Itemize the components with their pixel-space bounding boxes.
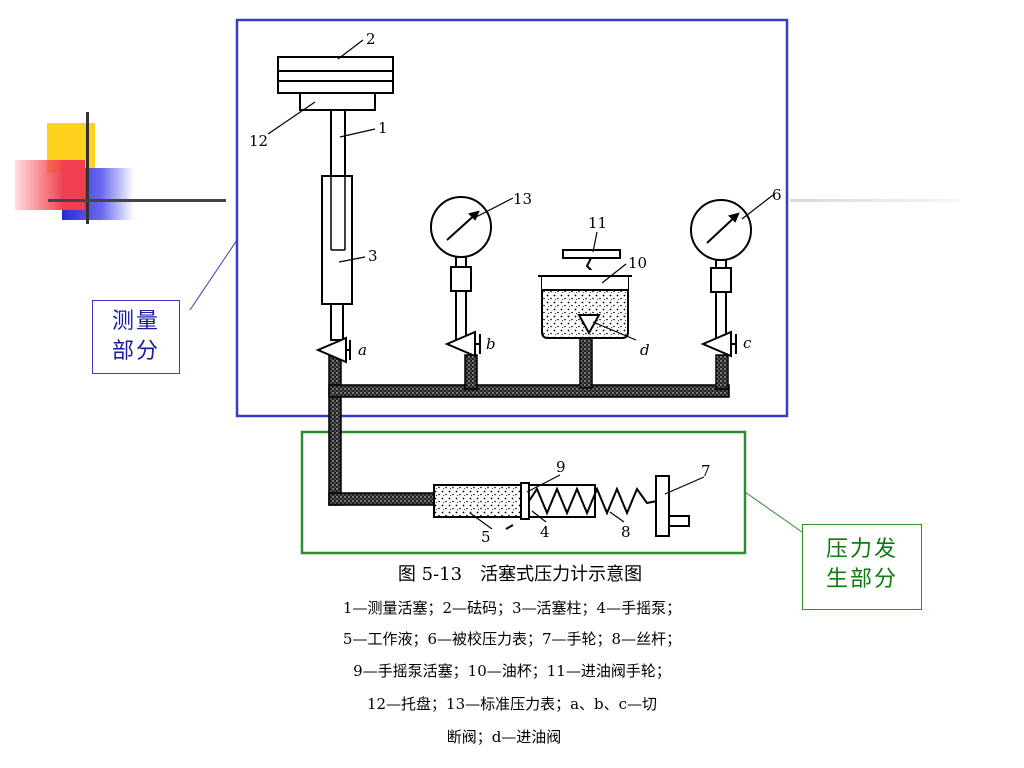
ornament-horizontal-line: [48, 199, 226, 202]
leader-lines: [267, 39, 774, 530]
legend-line-3: 9—手摇泵活塞；10—油杯；11—进油阀手轮；: [353, 662, 671, 680]
part-number-2: 2: [366, 30, 376, 48]
part-number-8: 8: [621, 523, 631, 541]
pressure-section-label: 压力发 生部分: [802, 524, 922, 610]
part-number-11: 11: [588, 214, 607, 232]
pressure-label-line2: 生部分: [825, 567, 898, 592]
oil-cup: [538, 270, 632, 339]
weights: [277, 56, 394, 94]
valve-letter-c: c: [743, 334, 752, 352]
part-number-12: 12: [249, 132, 268, 150]
standard-pressure-gauge: [430, 196, 492, 342]
legend-line-2: 5—工作液；6—被校压力表；7—手轮；8—丝杆；: [342, 630, 682, 648]
part-number-10: 10: [628, 254, 647, 272]
measure-callout-line: [189, 239, 238, 311]
hand-pump: [433, 475, 690, 537]
measure-label-line2: 部分: [111, 339, 160, 364]
gauge-under-test: [690, 199, 752, 341]
ornament-vertical-line: [86, 112, 89, 224]
valve-c: [700, 330, 737, 358]
part-number-1: 1: [378, 119, 388, 137]
faint-rule-line: [790, 199, 960, 202]
slide-ornament: [0, 0, 240, 240]
legend-line-4: 12—托盘；13—标准压力表；a、b、c—切: [366, 695, 658, 713]
legend-line-1: 1—测量活塞；2—砝码；3—活塞柱；4—手摇泵；: [342, 599, 682, 617]
legend-line-5: 断阀；d—进油阀: [446, 728, 562, 746]
part-number-9: 9: [556, 458, 566, 476]
part-number-13: 13: [513, 190, 532, 208]
measure-section-label: 测量 部分: [92, 300, 180, 374]
oil-pipes: [328, 337, 730, 506]
pressure-label-line1: 压力发: [825, 537, 898, 562]
valve-b: [444, 330, 481, 358]
part-number-4: 4: [540, 523, 550, 541]
part-number-3: 3: [368, 247, 378, 265]
measure-section-frame: [235, 18, 789, 418]
part-number-6: 6: [772, 186, 782, 204]
piston-cylinder: [321, 175, 353, 305]
figure-title: 图 5-13 活塞式压力计示意图: [397, 564, 643, 585]
valve-letter-b: b: [486, 335, 496, 353]
tray: [299, 92, 376, 111]
valve-letter-d: d: [640, 341, 650, 359]
valve-a: [315, 336, 351, 364]
valve-letter-a: a: [358, 341, 367, 359]
part-number-5: 5: [481, 528, 491, 546]
part-number-7: 7: [701, 462, 711, 480]
measure-label-line1: 测量: [111, 309, 160, 334]
pressure-callout-line: [744, 491, 803, 533]
